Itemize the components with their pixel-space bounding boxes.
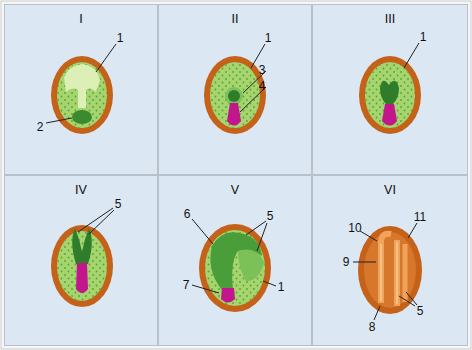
- stage-numeral: VI: [313, 182, 467, 198]
- stage-panel: III: [312, 4, 468, 175]
- stage-numeral: III: [313, 11, 467, 27]
- callout-number: 1: [265, 32, 272, 45]
- stage-panel: IV: [4, 175, 158, 346]
- callout-number: 4: [259, 80, 266, 93]
- callout-number: 10: [348, 222, 361, 235]
- seed-stage-2: [204, 44, 266, 134]
- callout-number: 3: [259, 64, 266, 77]
- stage-numeral: II: [159, 11, 311, 27]
- stage-numeral: IV: [5, 182, 157, 198]
- seed-stage-1: [46, 44, 116, 134]
- stage-numeral: I: [5, 11, 157, 27]
- callout-number: 5: [115, 198, 122, 211]
- seed-stage-5: [192, 219, 276, 312]
- callout-number: 1: [117, 32, 124, 45]
- callout-number: 5: [417, 305, 424, 318]
- seed-stage-4: [51, 208, 114, 307]
- stage-panel: I: [4, 4, 158, 175]
- callout-number: 11: [414, 211, 426, 224]
- stage-panel: V: [158, 175, 312, 346]
- callout-number: 8: [369, 321, 376, 334]
- stage-panel: II: [158, 4, 312, 175]
- callout-number: 6: [184, 208, 191, 221]
- seed-stage-6: [353, 223, 422, 320]
- callout-number: 7: [183, 279, 190, 292]
- callout-number: 1: [420, 31, 427, 44]
- callout-number: 2: [37, 121, 44, 134]
- stage-panel: VI: [312, 175, 468, 346]
- stage-numeral: V: [159, 182, 311, 198]
- callout-number: 5: [267, 210, 274, 223]
- callout-number: 1: [278, 281, 285, 294]
- callout-number: 9: [343, 256, 350, 269]
- seed-stage-3: [359, 43, 421, 134]
